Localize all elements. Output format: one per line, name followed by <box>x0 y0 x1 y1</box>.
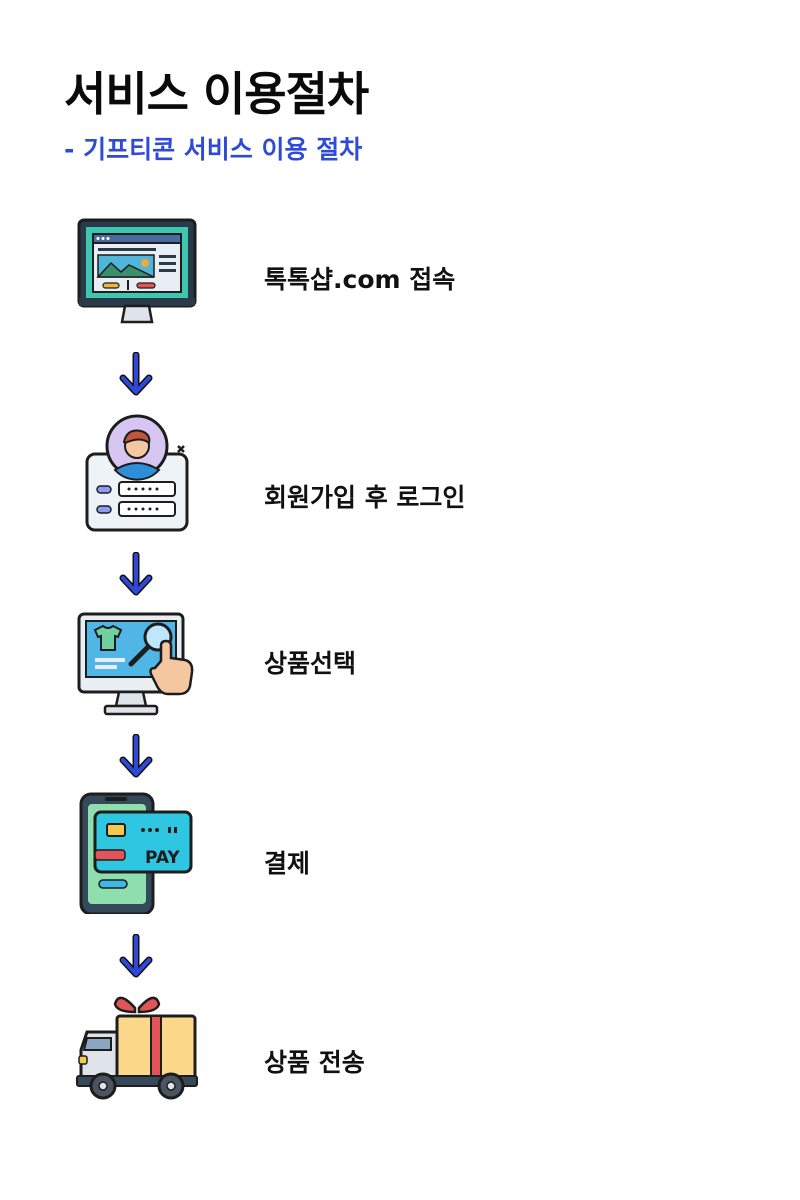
website-monitor-icon <box>75 214 199 338</box>
user-login-icon <box>75 412 199 536</box>
step-label: 상품 전송 <box>264 1048 365 1077</box>
gift-delivery-truck-icon <box>75 988 199 1112</box>
arrow-down-icon <box>118 352 154 400</box>
step-label: 결제 <box>264 849 311 878</box>
arrow-down-icon <box>118 734 154 782</box>
arrow-down-icon <box>118 552 154 600</box>
product-search-icon <box>75 606 199 730</box>
step-label: 상품선택 <box>264 649 357 678</box>
page-title: 서비스 이용절차 <box>64 67 369 121</box>
page-subtitle: - 기프티콘 서비스 이용 절차 <box>64 135 363 164</box>
arrow-down-icon <box>118 934 154 982</box>
svg-text:PAY: PAY <box>145 848 180 868</box>
step-label: 회원가입 후 로그인 <box>264 483 466 512</box>
step-label: 톡톡샵.com 접속 <box>264 265 456 294</box>
mobile-payment-icon: PAY <box>75 790 199 914</box>
